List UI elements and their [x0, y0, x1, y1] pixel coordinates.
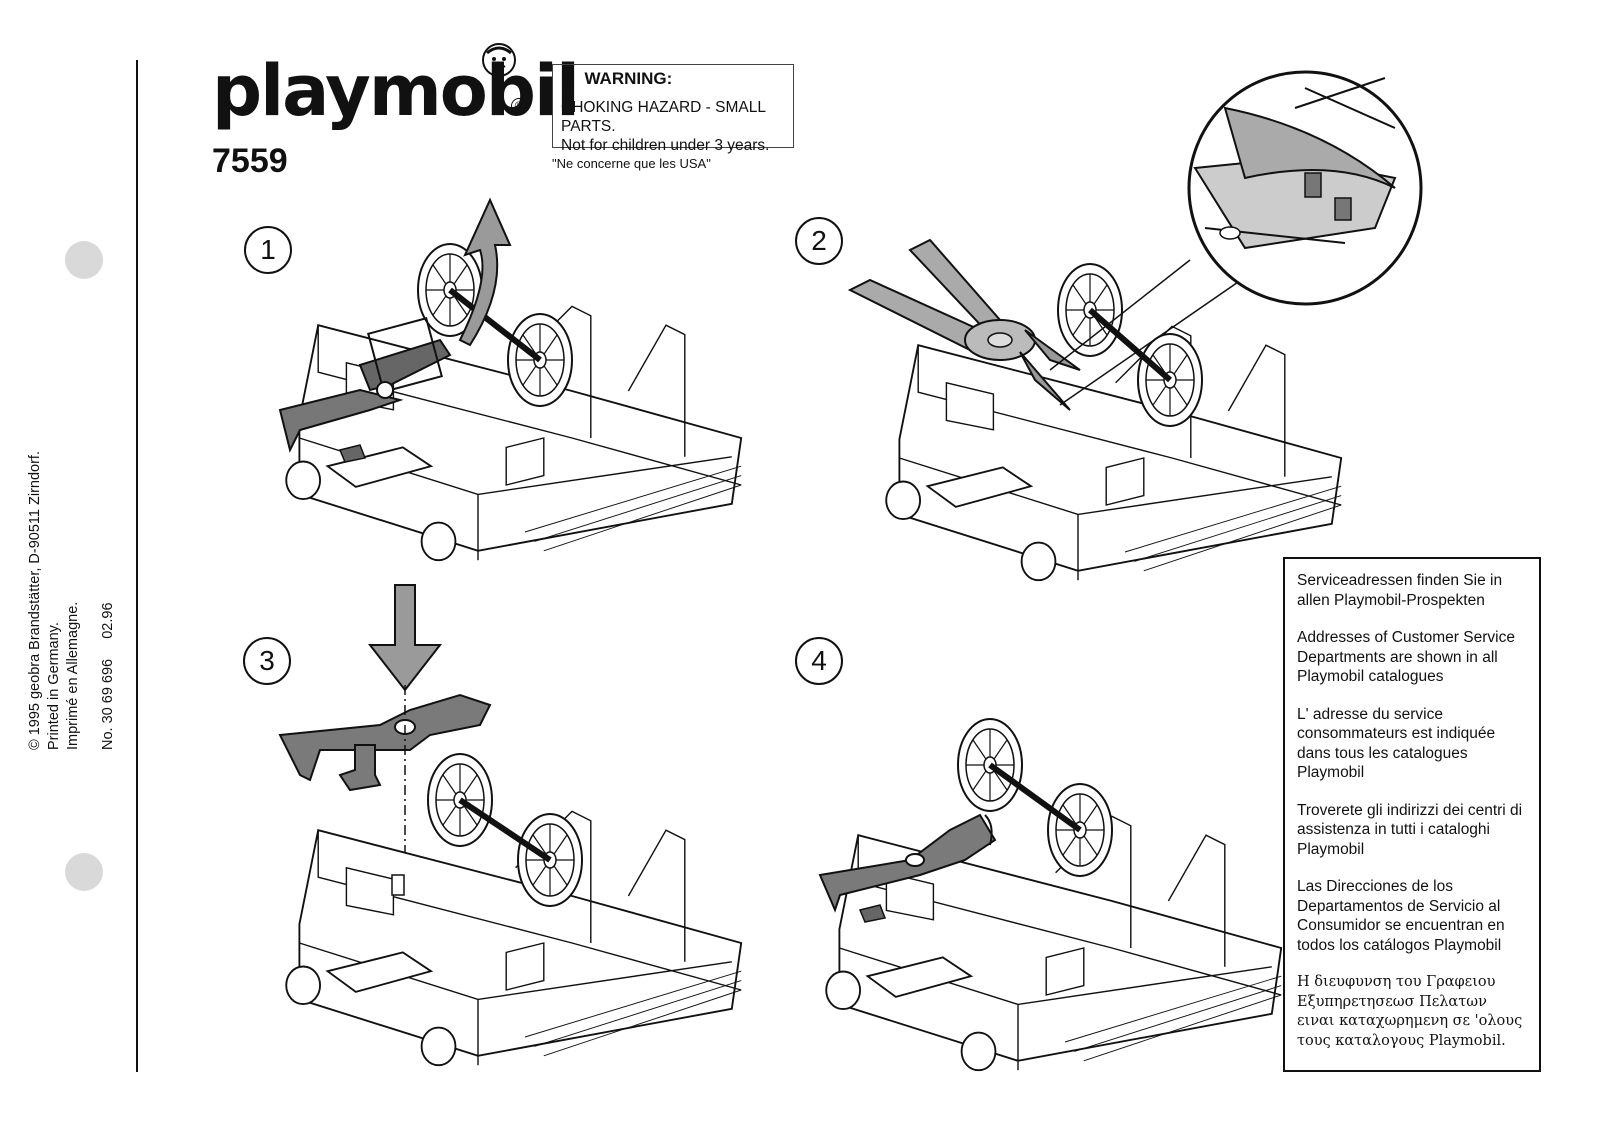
service-text-it: Troverete gli indirizzi dei centri di as… [1297, 801, 1523, 858]
warning-title: WARNING: [584, 69, 673, 88]
service-address-box: Serviceadressen finden Sie in allen Play… [1283, 557, 1541, 1072]
margin-divider [136, 60, 138, 1072]
imprint-line-1: © 1995 geobra Brandstätter, D-90511 Zirn… [27, 451, 43, 750]
step-number-4: 4 [795, 637, 843, 685]
step-3-illustration [278, 584, 743, 1067]
service-text-fr: L' adresse du service consommateurs est … [1297, 705, 1496, 782]
punch-hole-top [65, 241, 103, 279]
service-text-de: Serviceadressen finden Sie in allen Play… [1297, 572, 1503, 609]
warning-line-1: CHOKING HAZARD - SMALL PARTS. [561, 99, 766, 135]
service-text-es: Las Direcciones de los Departamentos de … [1297, 878, 1505, 954]
zoom-detail-circle [1187, 70, 1423, 306]
service-text-el: Η διευφυνση του Γραφειου Εξυπηρετησεωσ Π… [1297, 974, 1523, 1049]
warning-usa-note: "Ne concerne que les USA" [552, 156, 711, 171]
step-number-3: 3 [243, 637, 291, 685]
step-2-illustration [847, 238, 1343, 582]
warning-box: ⚠WARNING: CHOKING HAZARD - SMALL PARTS. … [552, 64, 794, 154]
punch-hole-bottom [65, 853, 103, 891]
imprint-text: © 1995 geobra Brandstätter, D-90511 Zirn… [26, 451, 118, 750]
playmobil-logo: playmobil [212, 50, 580, 132]
warning-triangle-icon: ⚠ [561, 71, 575, 88]
model-number: 7559 [212, 142, 288, 180]
warning-line-2: Not for children under 3 years. [561, 137, 770, 154]
step-number-2: 2 [795, 217, 843, 265]
imprint-line-4: No. 30 69 696 02.96 [100, 602, 116, 750]
registered-mark: ® [511, 98, 527, 114]
step-1-illustration [278, 197, 743, 562]
logo-figure-head-icon [482, 43, 516, 77]
imprint-line-2: Printed in Germany. [46, 622, 62, 750]
step-number-1: 1 [244, 226, 292, 274]
imprint-line-3: Imprimé en Allemagne. [65, 601, 81, 750]
service-text-en: Addresses of Customer Service Department… [1297, 629, 1515, 685]
step-4-illustration [818, 718, 1283, 1072]
